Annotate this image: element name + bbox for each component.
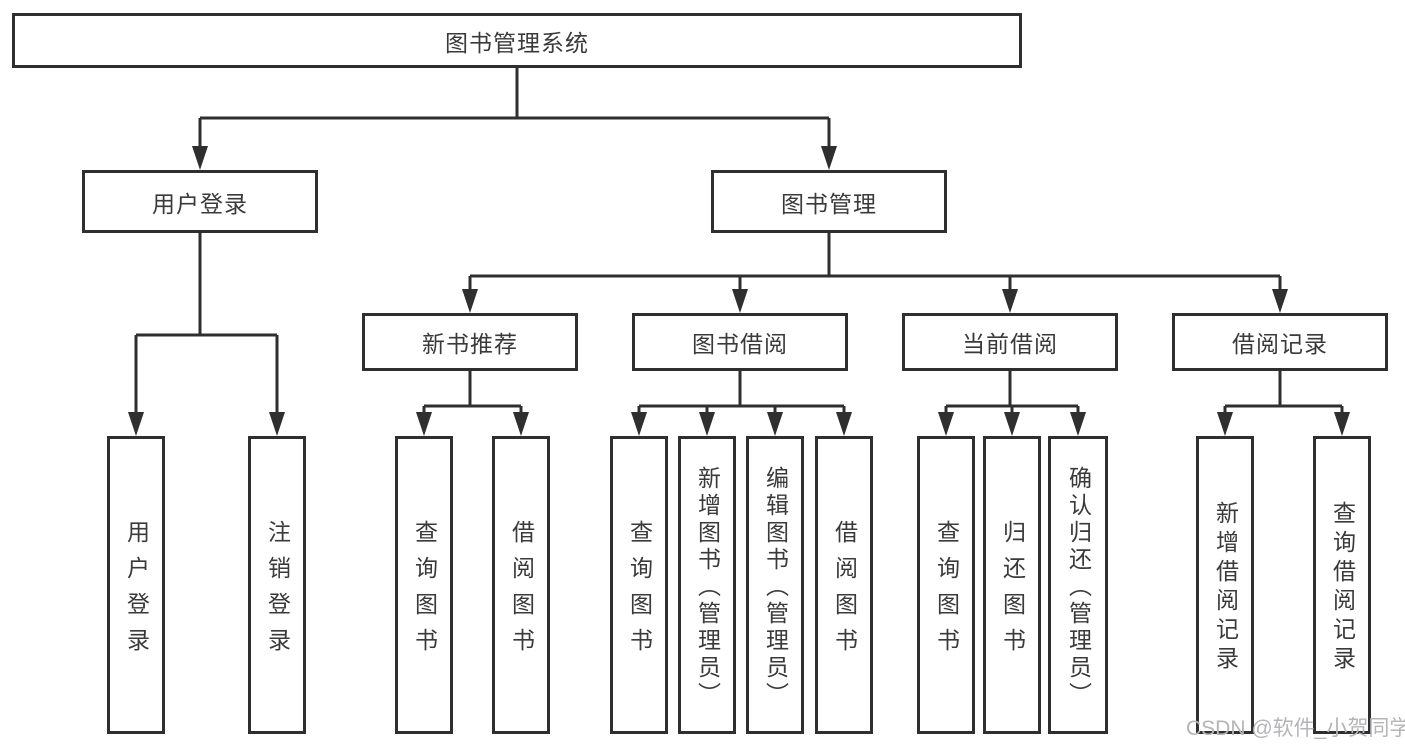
leaf-confirm-return-admin: 确认归还（管理员） — [1048, 436, 1108, 734]
node-label: 用户登录 — [152, 190, 248, 217]
node-label: 借阅图书 — [508, 519, 535, 664]
leaf-add-borrow-record: 新增借阅记录 — [1196, 436, 1254, 734]
node-label: 查询借阅记录 — [1329, 501, 1356, 675]
node-label: 图书管理 — [781, 190, 877, 217]
node-borrowing-records: 借阅记录 — [1172, 313, 1388, 371]
connector-userlogin-to-leaves — [134, 233, 279, 416]
leaf-query-books-recommend: 查询图书 — [395, 436, 453, 734]
leaf-query-borrow-record: 查询借阅记录 — [1313, 436, 1371, 734]
node-user-login: 用户登录 — [82, 170, 318, 233]
leaf-return-books: 归还图书 — [983, 436, 1041, 734]
node-label: 借阅记录 — [1232, 331, 1328, 357]
node-label: 新增图书（管理员） — [694, 465, 721, 709]
csdn-watermark: CSDN @软件_小贺同学 — [1186, 717, 1405, 740]
connector-root-to-level2 — [198, 68, 831, 150]
node-library-management-system: 图书管理系统 — [12, 13, 1022, 68]
leaf-borrow-books-recommend: 借阅图书 — [492, 436, 550, 734]
node-label: 新书推荐 — [422, 331, 518, 357]
connector-currentborrow-to-leaves — [944, 371, 1080, 416]
node-book-management: 图书管理 — [711, 170, 947, 233]
leaf-query-books-borrow: 查询图书 — [610, 436, 668, 734]
leaf-add-book-admin: 新增图书（管理员） — [678, 436, 736, 734]
node-label: 用户登录 — [123, 519, 150, 664]
leaf-edit-book-admin: 编辑图书（管理员） — [746, 436, 804, 734]
node-label: 注销登录 — [264, 519, 291, 664]
node-label: 借阅图书 — [831, 519, 858, 664]
node-label: 编辑图书（管理员） — [762, 465, 789, 709]
node-label: 图书借阅 — [692, 331, 788, 357]
node-label: 归还图书 — [999, 519, 1026, 664]
node-label: 确认归还（管理员） — [1065, 465, 1092, 709]
leaf-user-login: 用户登录 — [107, 436, 165, 734]
node-label: 查询图书 — [411, 519, 438, 664]
node-label: 当前借阅 — [962, 331, 1058, 357]
leaf-borrow-books: 借阅图书 — [815, 436, 873, 734]
node-new-book-recommendation: 新书推荐 — [362, 313, 578, 371]
node-label: 新增借阅记录 — [1212, 501, 1239, 675]
leaf-query-books-current: 查询图书 — [917, 436, 975, 734]
leaf-logout: 注销登录 — [248, 436, 306, 734]
connector-newbook-to-leaves — [422, 371, 523, 416]
node-label: 图书管理系统 — [445, 29, 589, 56]
arrowheads — [128, 146, 1350, 436]
connector-borrowrecords-to-leaves — [1223, 371, 1344, 416]
node-label: 查询图书 — [626, 519, 653, 664]
node-current-borrowing: 当前借阅 — [902, 313, 1118, 371]
connector-bookborrow-to-leaves — [637, 371, 846, 416]
node-book-borrowing: 图书借阅 — [632, 313, 848, 371]
node-label: 查询图书 — [933, 519, 960, 664]
connector-bookmgmt-to-level3 — [468, 233, 1282, 293]
